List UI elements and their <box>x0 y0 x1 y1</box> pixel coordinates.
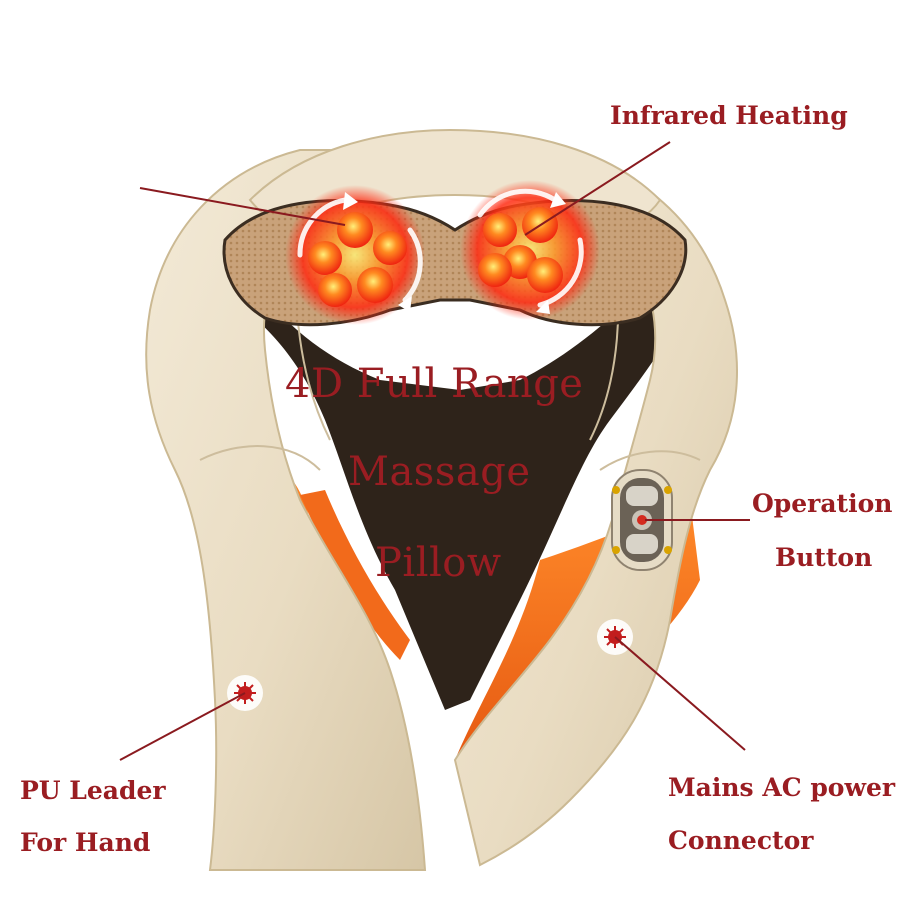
leader-line-left-heat <box>139 187 346 226</box>
label-connector: Connector <box>668 826 814 855</box>
left-orange-panel-lower <box>300 490 410 660</box>
direction-button-icon <box>626 534 658 554</box>
mode-button-icon <box>626 486 658 506</box>
left-shoulder-seam <box>199 445 321 471</box>
leader-line-mains <box>614 636 746 751</box>
title-line-1: 4D Full Range <box>285 361 584 407</box>
label-operation: Operation <box>752 489 893 518</box>
label-infrared-heating: Infrared Heating <box>610 101 848 130</box>
left-heating-nodes <box>285 185 425 325</box>
label-button: Button <box>775 543 873 572</box>
right-heating-nodes <box>460 180 600 320</box>
label-mains-ac-power: Mains AC power <box>668 773 896 802</box>
label-pu-leader: PU Leader <box>20 776 166 805</box>
right-shoulder-seam <box>599 450 701 471</box>
control-panel <box>611 469 673 571</box>
leader-line-infrared <box>524 141 671 236</box>
pillow-left-arm <box>145 149 427 871</box>
leader-line-pu <box>119 692 246 761</box>
title-line-2: Massage <box>348 449 531 495</box>
pillow-inner-lining <box>240 290 690 710</box>
label-for-hand: For Hand <box>20 828 151 857</box>
pillow-right-arm <box>453 148 738 867</box>
title-line-3: Pillow <box>375 540 502 586</box>
